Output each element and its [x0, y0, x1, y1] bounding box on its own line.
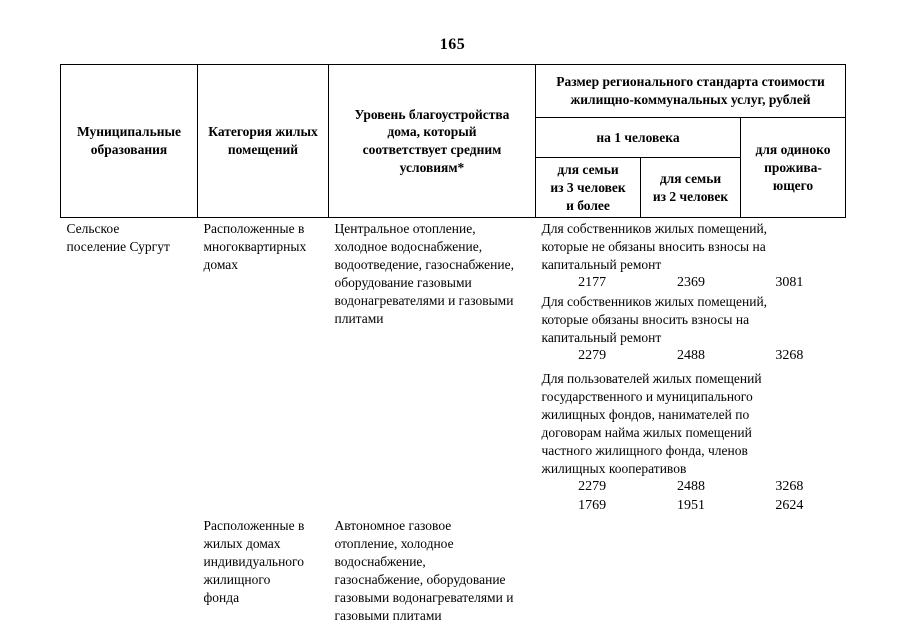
cell-category: Расположенные в многоквартирных домах [203, 221, 307, 273]
header-single-occupant: для одиноко прожива- ющего [740, 116, 846, 219]
amount-note: Для пользователей жилых помещений госуда… [541, 371, 762, 477]
table-header: Муниципальные образования Категория жилы… [60, 63, 846, 219]
cell-level: Центральное отопление, холодное водоснаб… [334, 221, 514, 327]
cell-municipality: Сельское поселение Сургут [66, 221, 170, 255]
amount-family-2: 1951 [676, 497, 705, 513]
header-per-person: на 1 человека [535, 117, 741, 158]
amount-single: 3081 [775, 275, 804, 291]
cell-amounts-empty [536, 515, 846, 625]
standards-table-container: Муниципальные образования Категория жилы… [60, 63, 846, 625]
page-number: 165 [439, 36, 466, 53]
amount-values-row: 1769 1951 2624 [542, 497, 840, 516]
amount-note: Для собственников жилых помещений, котор… [541, 293, 768, 345]
header-row-secondary: на 1 человека для одиноко прожива- ющего [61, 116, 846, 219]
amount-values-row: 2279 2488 3268 [542, 478, 840, 497]
amount-family-2: 2488 [676, 479, 705, 495]
header-municipalities: Муниципальные образования [60, 63, 198, 219]
header-standard-size: Размер регионального стандарта стоимости… [535, 64, 846, 118]
amount-note: Для собственников жилых помещений, котор… [541, 221, 768, 273]
amount-values-row: 2177 2369 3081 [542, 274, 840, 293]
amount-family-3: 1769 [578, 497, 607, 513]
header-family-of-2: для семьи из 2 человек [640, 156, 741, 219]
amount-values-row: 2279 2488 3268 [542, 347, 840, 366]
amount-single: 3268 [775, 479, 804, 495]
cell-amounts: Для собственников жилых помещений, котор… [536, 218, 846, 515]
table-body: Сельское поселение Сургут Расположенные … [61, 218, 846, 625]
header-row-primary: Муниципальные образования Категория жилы… [60, 63, 846, 219]
header-level: Уровень благоустройства дома, который со… [328, 63, 536, 219]
header-category: Категория жилых помещений [197, 63, 329, 219]
cell-municipality [61, 515, 198, 625]
amount-family-2: 2369 [676, 275, 705, 291]
cell-level: Автономное газовое отопление, холодное в… [334, 518, 514, 624]
cell-category: Расположенные в жилых домах индивидуальн… [203, 518, 305, 606]
table-row: Сельское поселение Сургут Расположенные … [61, 218, 846, 515]
amount-family-3: 2177 [578, 275, 607, 291]
amount-single: 2624 [775, 497, 804, 513]
header-row-tertiary: для семьи из 3 человек и более для семьи… [61, 156, 846, 219]
amount-single: 3268 [775, 347, 804, 363]
amount-family-3: 2279 [578, 479, 607, 495]
regional-standards-table: Муниципальные образования Категория жилы… [60, 63, 846, 625]
amount-family-2: 2488 [676, 347, 705, 363]
table-row: Расположенные в жилых домах индивидуальн… [61, 515, 846, 625]
amount-family-3: 2279 [578, 347, 607, 363]
header-family-of-3: для семьи из 3 человек и более [535, 156, 641, 219]
